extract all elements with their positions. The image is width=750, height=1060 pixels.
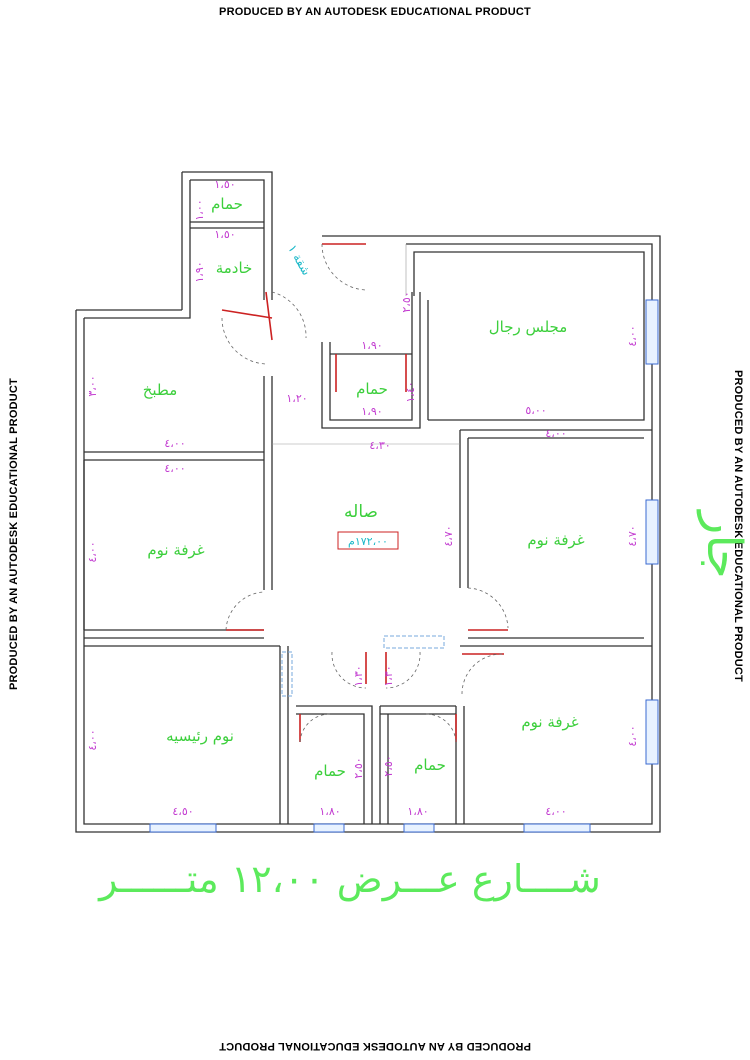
dim-majlis-h: ٤،٠٠ (626, 325, 639, 346)
dim-kitchen-w: ٤،٠٠ (164, 437, 185, 450)
dim-bath-center-w2: ١،٩٠ (361, 405, 382, 418)
dim-master-h: ٤،٠٠ (86, 729, 99, 750)
dim-bath-bl-h: ٢،٥٠ (352, 757, 365, 778)
label-hall-area: ١٧٢،٠٠م (348, 535, 388, 548)
dim-bed-left-h: ٤،٠٠ (86, 541, 99, 562)
label-men-majlis: مجلس رجال (489, 318, 568, 336)
doors (221, 243, 509, 743)
neighbour-label: جار (696, 509, 750, 578)
dim-lobby-h2: ١،٣٠ (382, 665, 395, 686)
dim-bath-bl-w: ١،٨٠ (319, 805, 340, 818)
dim-bath-top-h: ١،٠٠ (193, 199, 206, 220)
walls (75, 171, 661, 833)
label-bed-right: غرفة نوم (527, 531, 584, 549)
street-label: شــــارع عـــرض ١٢،٠٠ متــــــر (97, 857, 601, 902)
label-bath-bottom-left: حمام (314, 762, 346, 780)
watermark-top: PRODUCED BY AN AUTODESK EDUCATIONAL PROD… (219, 6, 531, 18)
room-labels: حمام خادمة مطبخ مجلس رجال حمام صاله ١٧٢،… (143, 195, 585, 780)
dim-bed-right-h: ٤،٧٠ (626, 525, 639, 546)
dim-hall-w: ٤،٣٠ (369, 439, 390, 452)
label-entrance: شقة ١ (285, 242, 314, 277)
label-kitchen: مطبخ (143, 381, 178, 399)
label-maid: خادمة (216, 259, 253, 277)
label-master-bed: نوم رئيسيه (166, 727, 234, 745)
label-bath-top: حمام (211, 195, 243, 213)
dim-bed-br-w: ٤،٠٠ (545, 805, 566, 818)
label-hall: صاله (344, 502, 378, 522)
dim-kitchen-h: ٣،٠٠ (86, 375, 99, 396)
dim-bath-top-w1: ١،٥٠ (214, 178, 235, 191)
dim-bath-br-w: ١،٨٠ (407, 805, 428, 818)
dim-maid-h: ١،٩٠ (193, 261, 206, 282)
dim-lobby-h1: ١،٣٠ (352, 665, 365, 686)
hall-area-box (337, 531, 399, 550)
dim-bed-left-w: ٤،٠٠ (164, 462, 185, 475)
label-bed-left: غرفة نوم (147, 541, 204, 559)
dim-corridor-w: ١،٢٠ (286, 392, 307, 405)
dim-bath-center-h: ١،٤٠ (404, 381, 417, 402)
dim-bed-right-w: ٤،٠٠ (545, 427, 566, 440)
dim-hall-h: ٤،٧٠ (442, 525, 455, 546)
dim-stair-h: ٢،٥٠ (400, 291, 413, 312)
dim-bath-center-w1: ١،٩٠ (361, 339, 382, 352)
label-bath-center: حمام (356, 380, 388, 398)
dim-majlis-w: ٥،٠٠ (525, 404, 546, 417)
dim-master-w: ٤،٥٠ (172, 805, 193, 818)
label-bath-bottom-right: حمام (414, 756, 446, 774)
dim-bed-br-h: ٤،٠٠ (626, 725, 639, 746)
dim-bath-top-w2: ١،٥٠ (214, 228, 235, 241)
dim-bath-br-h: ٢،٥٠ (382, 755, 395, 776)
label-bed-bottom-right: غرفة نوم (521, 713, 578, 731)
windows (149, 299, 659, 833)
